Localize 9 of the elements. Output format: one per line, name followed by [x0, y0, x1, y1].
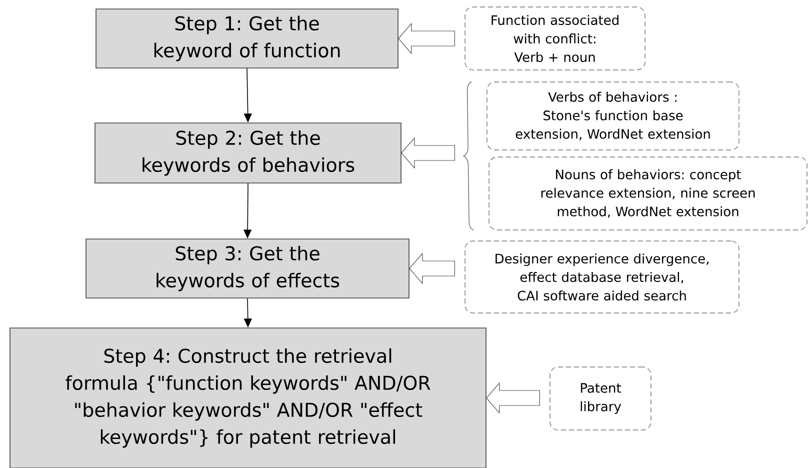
note-box: Patent library: [550, 366, 652, 430]
step-box: Step 3: Get the keywords of effects: [86, 238, 410, 298]
note-box: Nouns of behaviors: concept relevance extension, nine screen method, WordNet extension: [488, 156, 808, 230]
step-box: Step 1: Get the keyword of function: [96, 8, 398, 68]
step-box: Step 4: Construct the retrieval formula {"function keywords" AND/OR "behavior keywords" AND/OR "effect keywords"} for patent retrieval: [10, 328, 486, 468]
step-box: Step 2: Get the keywords of behaviors: [94, 122, 402, 184]
note-box: Designer experience divergence, effect database retrieval, CAI software aided search: [464, 240, 740, 314]
note-box: Verbs of behaviors : Stone's function base extension, WordNet extension: [486, 82, 740, 150]
note-box: Function associated with conflict: Verb + noun: [464, 6, 646, 70]
